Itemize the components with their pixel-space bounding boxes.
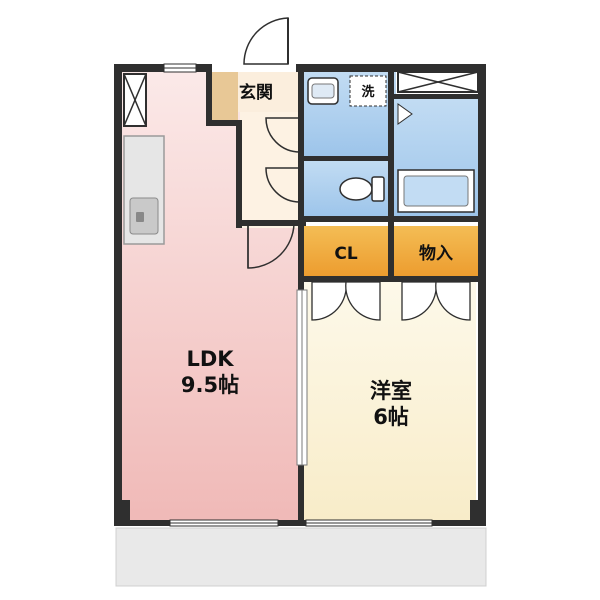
closet-floor <box>302 226 390 280</box>
closet-label: CL <box>334 244 357 264</box>
western-room-floor <box>302 280 476 524</box>
ldk-door <box>247 223 295 269</box>
storage-label: 物入 <box>419 243 453 264</box>
window-top <box>163 63 197 73</box>
window-western-bottom <box>305 519 433 527</box>
bathtub <box>397 169 475 213</box>
kitchen-counter <box>123 135 165 245</box>
storage-floor <box>394 226 478 280</box>
balcony <box>115 527 487 587</box>
ldk-size: 9.5帖 <box>181 373 239 397</box>
closet-doors <box>311 281 381 321</box>
entrance-step <box>210 72 238 124</box>
entrance-label: 玄関 <box>239 82 273 103</box>
sliding-door <box>296 289 308 466</box>
western-room-size: 6帖 <box>373 405 409 429</box>
bathroom-door <box>397 103 413 125</box>
duct-left <box>123 73 147 127</box>
hall-floor <box>240 110 302 228</box>
western-room-label: 洋室 <box>370 379 412 403</box>
wash-basin <box>307 77 339 105</box>
entrance-door <box>243 17 289 65</box>
washer-space <box>349 75 387 107</box>
laundry-label: 洗 <box>361 84 374 100</box>
window-ldk-bottom <box>169 519 279 527</box>
storage-doors <box>401 281 471 321</box>
washroom-door <box>265 117 301 153</box>
ldk-label: LDK <box>186 347 234 371</box>
duct-right <box>397 71 479 93</box>
toilet <box>339 176 385 202</box>
toilet-door <box>265 167 301 203</box>
